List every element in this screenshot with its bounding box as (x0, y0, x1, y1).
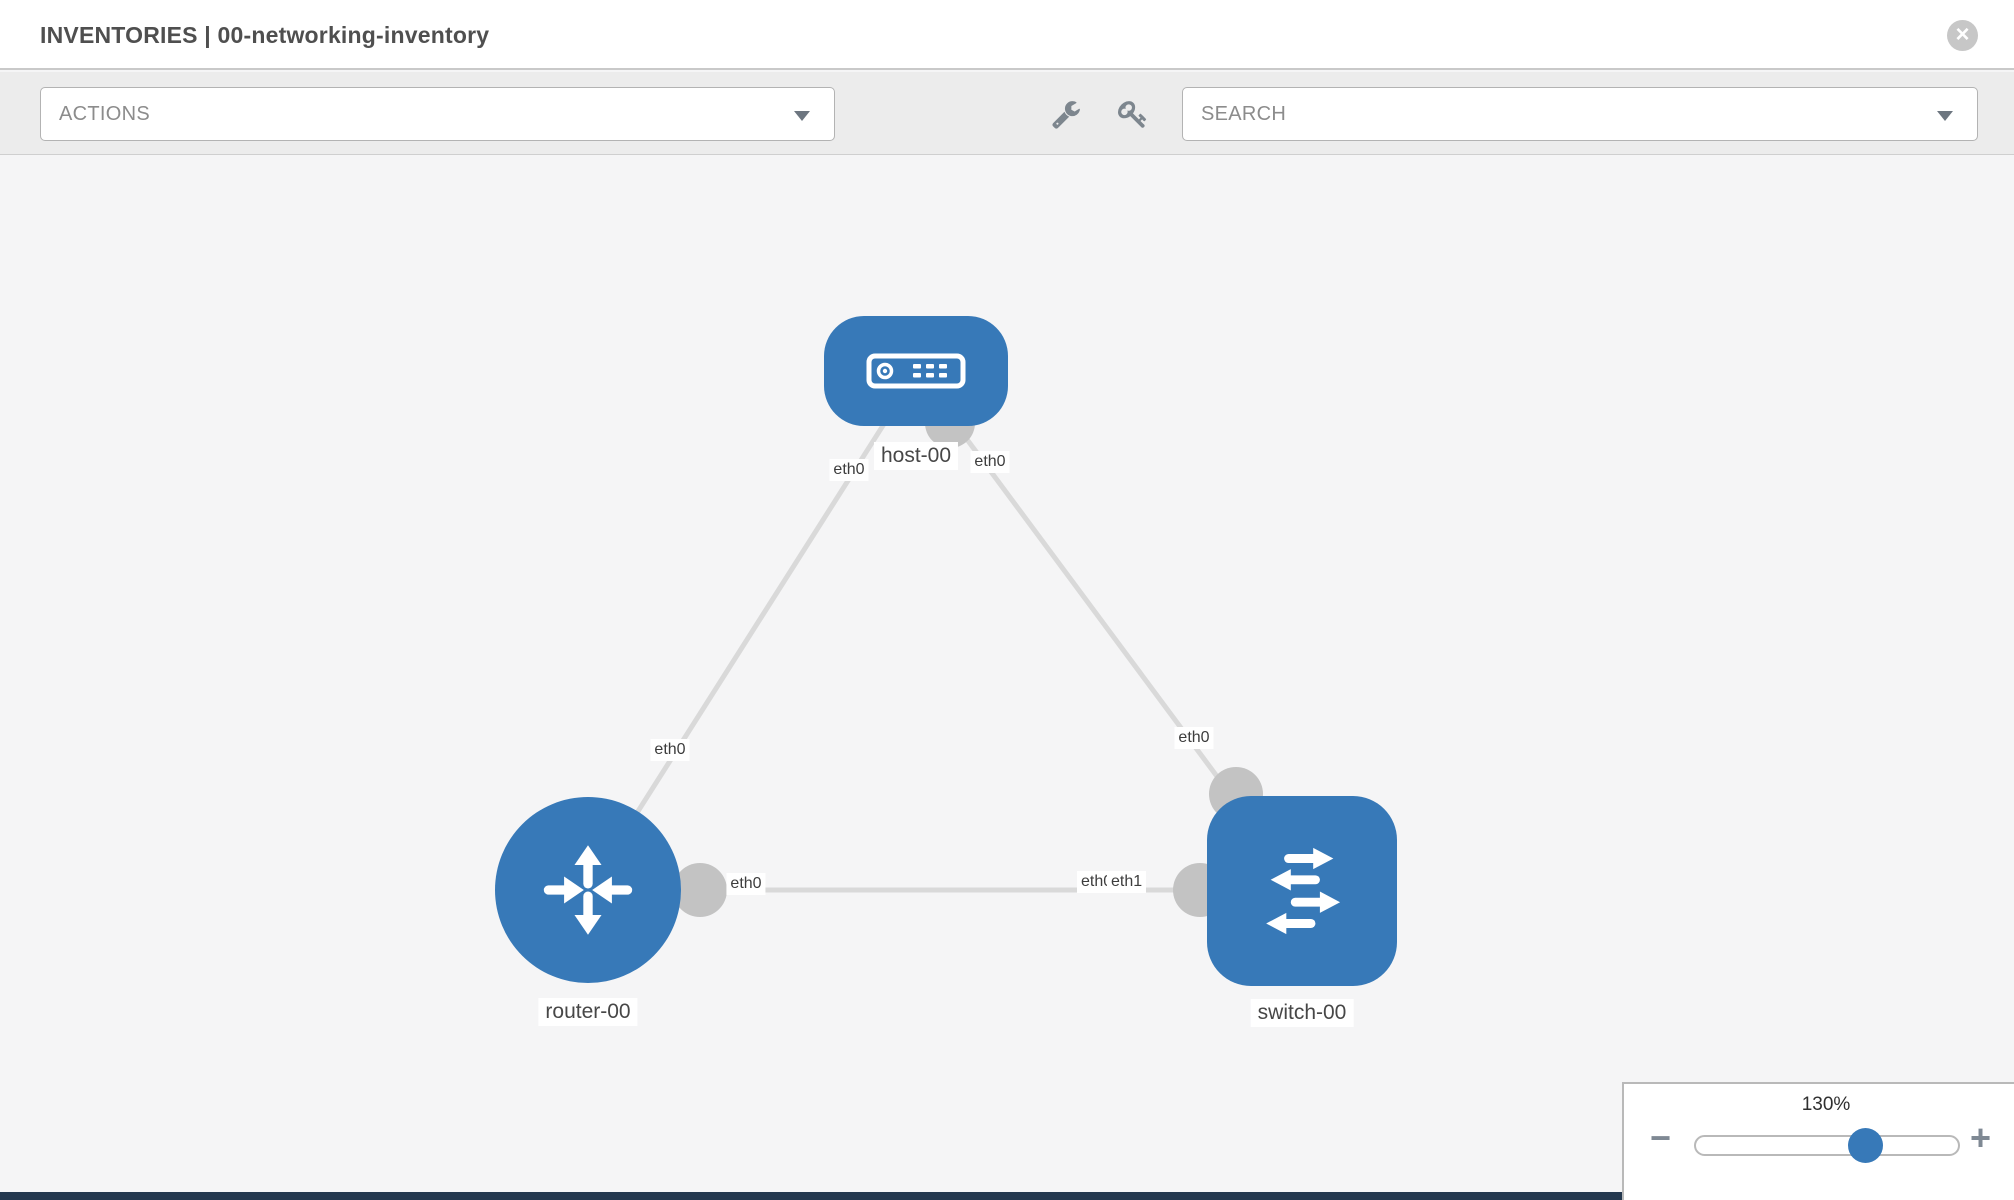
chevron-down-icon (1937, 111, 1953, 121)
page-header: INVENTORIES | 00-networking-inventory × (0, 0, 2014, 70)
page-title: INVENTORIES | 00-networking-inventory (40, 22, 490, 48)
node-router-00[interactable] (495, 797, 681, 983)
close-button[interactable]: × (1947, 20, 1978, 51)
node-label-switch: switch-00 (1250, 999, 1354, 1027)
footer-strip (0, 1192, 1622, 1200)
topology-links-layer (585, 370, 1305, 917)
node-label-router: router-00 (538, 998, 638, 1026)
link-host-router[interactable] (585, 370, 920, 892)
interface-label-host-eth0-right: eth0 (970, 451, 1010, 473)
node-host-00[interactable] (824, 316, 1008, 426)
interface-label-switch-eth0-top: eth0 (1174, 727, 1214, 749)
toolbar: ACTIONS SEARCH (0, 72, 2014, 155)
node-switch-00[interactable] (1207, 796, 1397, 986)
interface-label-router-eth0-top: eth0 (650, 739, 690, 761)
switch-icon (1266, 847, 1341, 935)
router-icon (543, 845, 633, 935)
zoom-slider-handle[interactable] (1848, 1128, 1883, 1163)
search-placeholder: SEARCH (1201, 103, 1287, 125)
chevron-down-icon (794, 111, 810, 121)
zoom-level-value: 130% (1801, 1094, 1851, 1115)
search-dropdown[interactable]: SEARCH (1182, 87, 1978, 141)
host-icon (866, 353, 966, 389)
key-icon[interactable] (1118, 99, 1148, 129)
close-icon: × (1955, 21, 1970, 48)
interface-label-router-eth0-right: eth0 (726, 873, 766, 895)
zoom-control-panel: 130% − + (1622, 1082, 2014, 1200)
actions-dropdown[interactable]: ACTIONS (40, 87, 835, 141)
interface-label-switch-eth1: eth1 (1107, 871, 1147, 893)
actions-dropdown-label: ACTIONS (59, 103, 150, 125)
interface-dot-router[interactable] (673, 863, 727, 917)
interface-label-host-eth0-left: eth0 (829, 459, 869, 481)
node-label-host: host-00 (873, 442, 959, 470)
interface-label-switch-overlapped: eth0 (1077, 871, 1117, 893)
zoom-slider-track[interactable] (1694, 1135, 1960, 1156)
zoom-in-button[interactable]: + (1970, 1117, 1992, 1158)
wrench-icon[interactable] (1051, 99, 1081, 129)
zoom-out-button[interactable]: − (1650, 1117, 1672, 1158)
